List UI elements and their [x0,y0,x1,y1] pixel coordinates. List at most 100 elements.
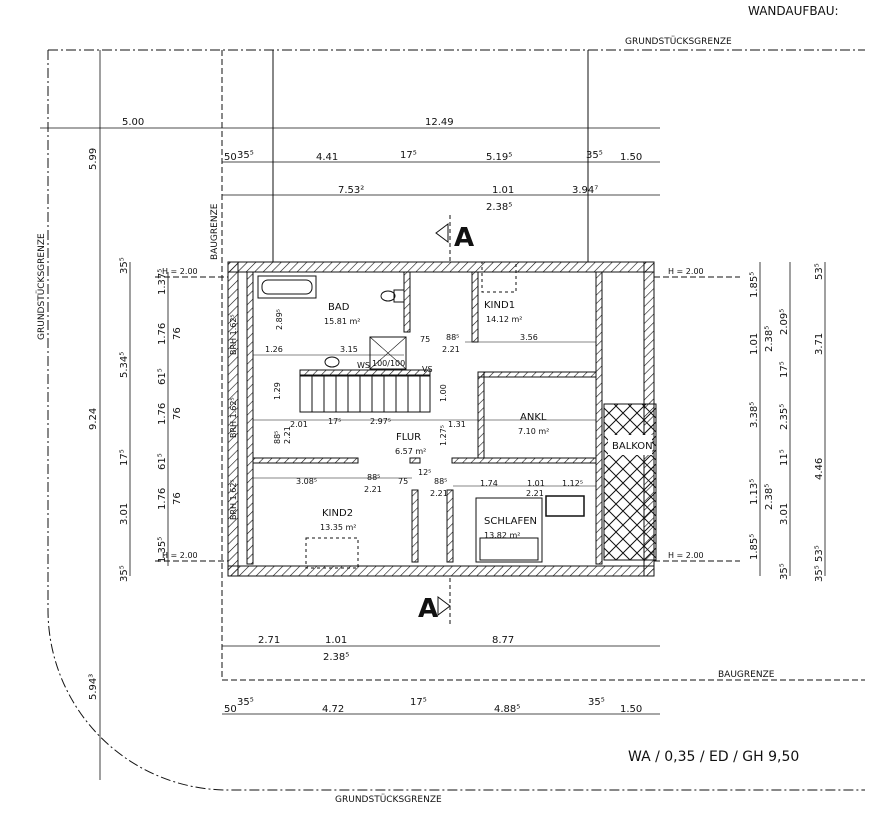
dim-bottom-2-b: 35⁵ [237,697,254,708]
dim-inner-16: 3.08⁵ [296,477,317,486]
building-boundary-left-label: BAUGRENZE [210,203,220,260]
brh-3: BRH 1.62⁵ [229,479,238,520]
plot-boundary [47,49,865,791]
dim-inner-12: 1.31 [448,420,466,429]
dim-bottom-1-c: 2.38⁵ [323,652,349,663]
height-right-top: H = 2.00 [668,267,704,276]
room-name-ankl: ANKL [520,412,547,423]
dim-bottom-1-a: 2.71 [258,635,280,646]
section-label-top: A [454,223,474,253]
dim-inner-21: 2.21 [430,489,448,498]
dim-left-b-1: 76 [172,327,183,340]
dim-right-a-8: 1.85⁵ [749,534,760,560]
bed [475,497,543,563]
dim-right-a-7: 2.38⁵ [764,484,775,510]
dim-top-2-f: 35⁵ [586,150,603,161]
dim-top-2-b: 35⁵ [237,150,254,161]
dim-top-2-d: 17⁵ [400,150,417,161]
staircase [299,375,431,413]
sink-icon [324,356,340,368]
bottom-dimension-lines [222,645,660,715]
shower-size-label: 100/100 [372,359,405,368]
room-area-ankl: 7.10 m² [518,427,549,436]
dim-top-left-vertical: 5.99 [88,148,99,170]
dim-bottom-2-a: 50 [224,704,237,715]
right-dimension-lines [759,262,826,576]
dim-inner-26: 12⁵ [418,468,431,477]
dim-left-b-7: 76 [172,492,183,505]
dim-left-b-0: 1.76 [157,323,168,345]
dim-right-c-1: 3.71 [814,333,825,355]
dim-right-c-2: 4.46 [814,458,825,480]
dim-left-a-1: 1.37⁵ [157,269,168,295]
left-dimension-lines [99,262,169,780]
dim-right-a-1: 1.01 [749,333,760,355]
dim-right-a-6: 1.13⁵ [749,479,760,505]
height-left-bottom: H = 2.00 [162,551,198,560]
dim-top-3-d: 3.94⁷ [572,185,598,196]
height-left-top: H = 2.00 [162,267,198,276]
dim-top-2-e: 5.19⁵ [486,152,512,163]
dim-inner-24: 2.21 [526,489,544,498]
dim-right-a-9: 35⁵ [779,563,790,580]
top-dimension-lines [40,50,660,262]
dim-left-b-3: 1.76 [157,403,168,425]
height-lines [155,276,740,562]
dim-top-1-a: 5.00 [122,117,144,128]
section-arrow-top [435,215,451,262]
dim-bottom-1-b: 1.01 [325,635,347,646]
dim-right-a-3: 17⁵ [779,361,790,378]
dim-inner-11: 2.97⁵ [370,417,391,426]
dim-right-a-4: 3.38⁵ [749,402,760,428]
dim-left-a-5: 1.35⁵ [157,537,168,563]
vs-label: VS [422,365,433,374]
openings [305,261,517,569]
room-name-schlafen: SCHLAFEN [484,516,537,527]
ws-label: WS [357,361,370,370]
brh-1: BRH 1.62⁵ [229,314,238,355]
room-name-kind1: KIND1 [484,300,515,311]
dim-bottom-left-vertical: 5.94³ [88,674,99,700]
dim-inner-18: 2.21 [364,485,382,494]
room-name-kind2: KIND2 [322,508,353,519]
dim-inner-25: 1.12⁵ [562,479,583,488]
room-area-bad: 15.81 m² [324,317,360,326]
room-area-kind1: 14.12 m² [486,315,522,324]
roof-outline [272,50,589,262]
interior-walls [246,271,603,565]
dim-top-3-a: 7.53² [338,185,364,196]
dim-top-1-b: 12.49 [425,117,454,128]
exterior-walls [227,261,655,577]
dim-left-b-2: 61⁵ [157,368,168,385]
dim-inner-4: 88⁵ [446,333,459,342]
shower [369,336,407,370]
dim-left-a-4: 3.01 [119,503,130,525]
dim-right-c-0: 53⁵ [814,263,825,280]
room-name-bad: BAD [328,302,350,313]
dim-inner-2: 3.15 [340,345,358,354]
plot-boundary-bottom-label: GRUNDSTÜCKSGRENZE [335,794,442,805]
dim-left-b-4: 76 [172,407,183,420]
dim-inner-23: 1.01 [527,479,545,488]
room-name-balkon: BALKON [612,441,653,452]
plot-boundary-left-label: GRUNDSTÜCKSGRENZE [36,233,47,340]
room-area-schlafen: 13.82 m² [484,531,520,540]
dim-top-2-g: 1.50 [620,152,642,163]
dim-inner-22: 1.74 [480,479,498,488]
dim-inner-20: 88⁵ [434,477,447,486]
height-right-bottom: H = 2.00 [668,551,704,560]
dim-left-a-3: 17⁵ [119,449,130,466]
bathtub [257,275,317,299]
dim-inner-1: 1.26 [265,345,283,354]
dim-top-2-c: 4.41 [316,152,338,163]
inner-dimension-lines [253,341,596,487]
dim-inner-17: 88⁵ [367,473,380,482]
dim-right-b-2: 3.01 [779,503,790,525]
room-area-kind2: 13.35 m² [320,523,356,532]
dim-top-3-b: 1.01 [492,185,514,196]
wall-build-label: WANDAUFBAU: [748,4,839,18]
dim-right-a-0: 1.85⁵ [749,272,760,298]
section-arrow-bottom [437,578,451,625]
exit-sign-icon [545,495,585,517]
